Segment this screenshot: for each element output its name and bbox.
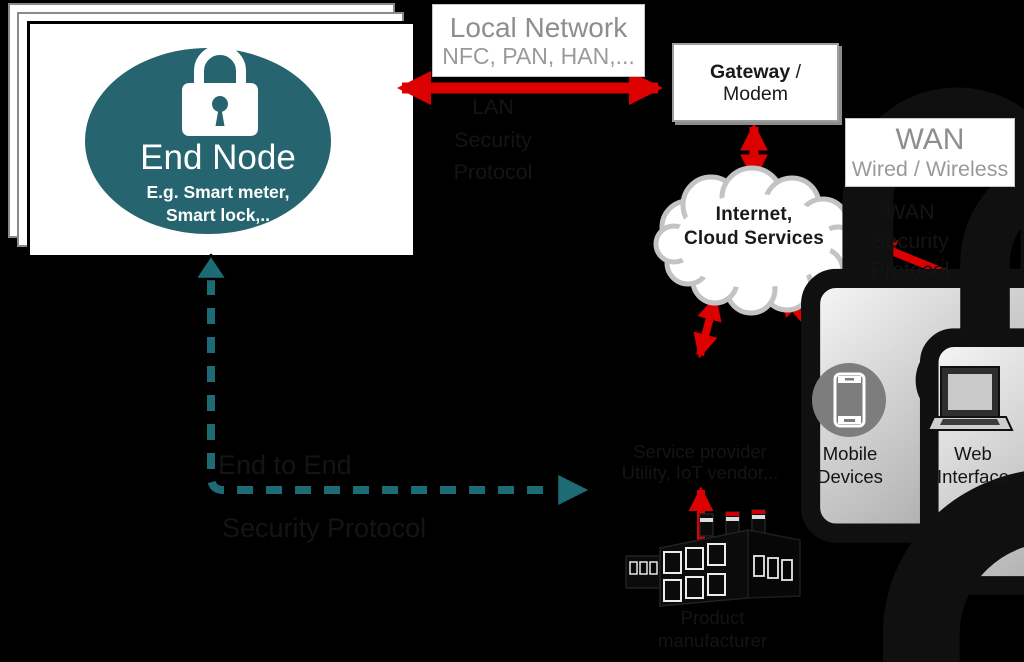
gateway-box: Gateway / Modem xyxy=(672,43,839,122)
cloud-label: Internet, Cloud Services xyxy=(683,204,825,249)
end-to-end-dashed-arrow xyxy=(193,253,593,509)
dashed-arrowhead-up xyxy=(193,253,229,281)
end-node-subtitle-line2: Smart lock,.. xyxy=(165,205,271,225)
end-node-title: End Node xyxy=(140,138,296,177)
end-to-end-label-line2: Security Protocol xyxy=(222,513,427,543)
end-to-end-label-line1: End to End xyxy=(218,450,352,480)
mobile-devices-label: Mobile Devices xyxy=(817,443,883,487)
end-node-ellipse xyxy=(85,48,331,234)
service-provider-label: Service provider Utility, IoT vendor,.. xyxy=(621,441,779,483)
web-interface-label: Web Interface xyxy=(937,443,1009,487)
end-node-subtitle-line1: E.g. Smart meter, xyxy=(146,182,290,202)
wan-subtitle: Wired / Wireless xyxy=(851,156,1009,181)
factory-icon xyxy=(625,509,801,607)
end-node-lock-icon xyxy=(182,45,258,136)
dashed-arrowhead-right xyxy=(555,471,593,509)
cloud-shape xyxy=(653,165,862,316)
smartphone-icon xyxy=(812,363,886,437)
local-network-subtitle: NFC, PAN, HAN,... xyxy=(442,43,635,69)
wan-box: WAN Wired / Wireless xyxy=(845,118,1015,187)
arrow-cloud-service-provider xyxy=(693,295,722,359)
local-network-title: Local Network xyxy=(449,12,628,43)
gateway-subtitle: Modem xyxy=(722,82,789,105)
wan-security-protocol-label: WAN Security Protocol xyxy=(870,200,950,282)
local-network-box: Local Network NFC, PAN, HAN,... xyxy=(432,4,645,77)
gateway-title: Gateway / xyxy=(709,60,802,83)
product-manufacturer-label: Product manufacturer xyxy=(658,607,767,651)
wan-title: WAN xyxy=(895,122,965,156)
lan-security-protocol-label: LAN Security Protocol xyxy=(453,95,533,184)
laptop-icon xyxy=(926,366,1014,431)
